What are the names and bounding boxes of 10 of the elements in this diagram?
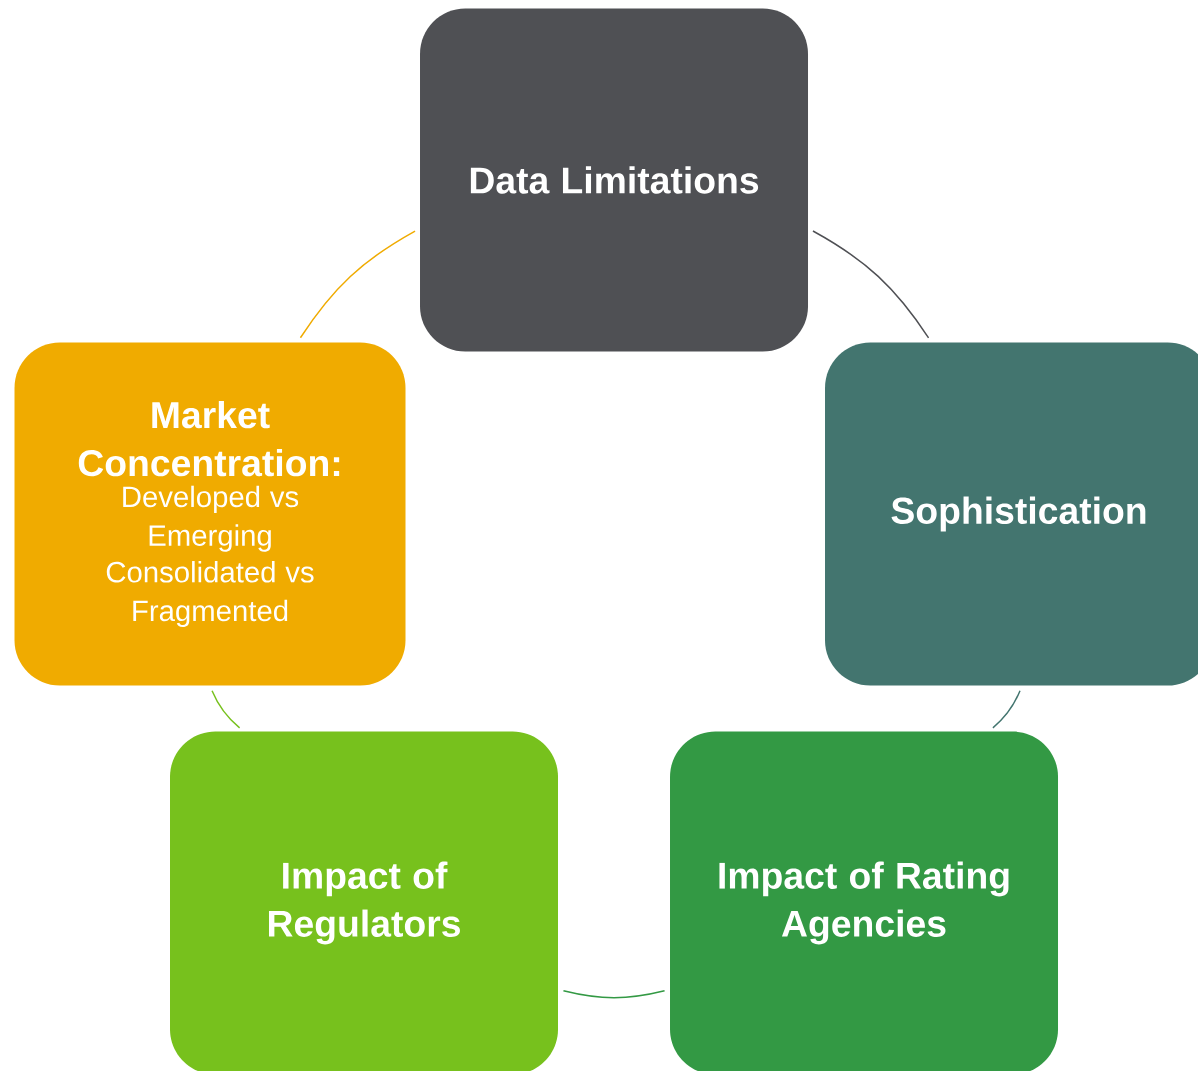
rounded-box: Sophistication [825, 342, 1198, 686]
rounded-box: Impact of Regulators [170, 731, 558, 1071]
connector-arc [299, 230, 416, 339]
connector-arc [562, 990, 666, 999]
connector-arc [992, 690, 1021, 729]
connector-arc [812, 230, 930, 339]
rounded-box: Market Concentration: Developed vs Emerging Consolidated vs Fragmented [14, 342, 406, 686]
rounded-box: Data Limitations [420, 8, 808, 352]
connector-arc [211, 689, 241, 729]
rounded-box: Impact of Rating Agencies [670, 731, 1058, 1071]
